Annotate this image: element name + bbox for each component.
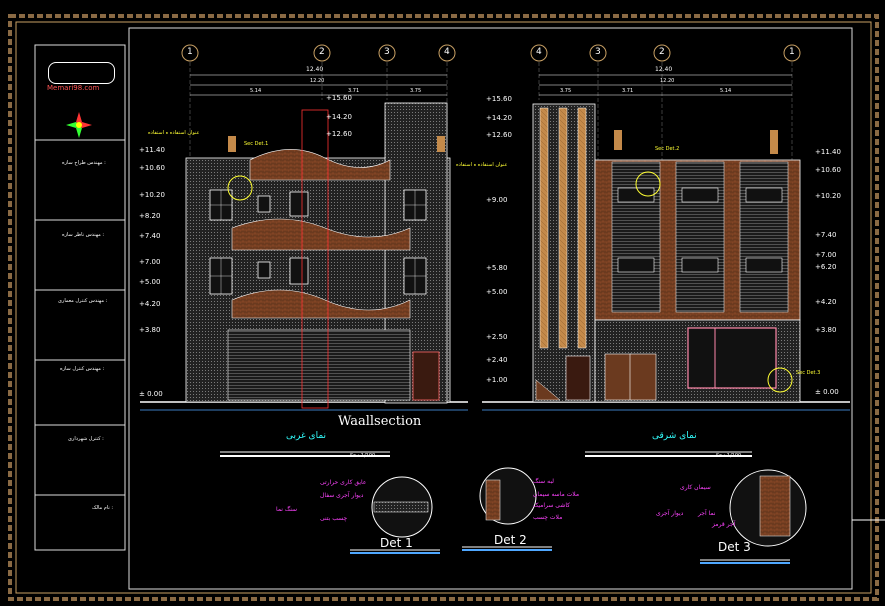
- east-elevation-title: نمای شرقی: [652, 431, 697, 441]
- right-inner-dim: 12.20: [660, 78, 675, 84]
- detail-3-note-4: آجر قرمز: [712, 521, 736, 528]
- detail-1-title: Det 1: [380, 536, 413, 550]
- right-level-r7: +4.20: [815, 298, 837, 306]
- left-level-4: +8.20: [139, 212, 161, 220]
- right-level-r6: +6.20: [815, 263, 837, 271]
- left-level-2: +10.60: [139, 164, 165, 172]
- right-level-r1: +11.40: [815, 148, 841, 156]
- detail-2-note-2: ملات ماسه سیمان: [533, 491, 580, 498]
- detail-2-note-3: کاشی سرامیک: [533, 502, 571, 509]
- right-level-l2: +14.20: [486, 114, 512, 122]
- compass-icon: [66, 112, 92, 138]
- sidebar-field-4: مهندس کنترل سازه :: [60, 366, 105, 372]
- right-level-l9: +1.00: [486, 376, 508, 384]
- grid-bubble-left-1: 1: [187, 47, 193, 57]
- right-level-l8: +2.40: [486, 356, 508, 364]
- detail-3-note-2: دیوار آجری: [656, 510, 684, 517]
- left-center-level-2: +14.20: [326, 113, 352, 121]
- grid-bubble-right-1: 1: [789, 47, 795, 57]
- wallsection-label: Waallsection: [338, 414, 422, 429]
- left-level-6: +7.00: [139, 258, 161, 266]
- left-level-3: +10.20: [139, 191, 165, 199]
- right-level-r4: +7.40: [815, 231, 837, 239]
- right-overall-dim: 12.40: [655, 66, 673, 73]
- right-sec-det: Sec Det.2: [655, 146, 680, 152]
- sidebar-field-5: کنترل شهرداری :: [68, 436, 104, 442]
- right-span-3: 5.14: [720, 88, 732, 94]
- detail-2-title: Det 2: [494, 533, 527, 547]
- left-span-1: 5.14: [250, 88, 262, 94]
- sidebar-field-3: مهندس کنترل معماری :: [58, 298, 108, 304]
- logo: [48, 62, 115, 84]
- right-level-l1: +15.60: [486, 95, 512, 103]
- detail-1-note-1: عایق کاری حرارتی: [320, 479, 367, 486]
- left-span-3: 3.75: [410, 88, 422, 94]
- left-level-10: ± 0.00: [139, 390, 163, 398]
- detail-1-note-4: چسب بتنی: [320, 515, 348, 522]
- west-scale: Sc : 1/100: [350, 453, 376, 459]
- left-level-9: +3.80: [139, 326, 161, 334]
- left-note-2: عنوان استفاده ه استفاده: [456, 162, 508, 168]
- right-level-r9: ± 0.00: [815, 388, 839, 396]
- detail-3-title: Det 3: [718, 540, 751, 554]
- left-level-1: +11.40: [139, 146, 165, 154]
- grid-bubble-left-2: 2: [319, 47, 325, 57]
- left-level-8: +4.20: [139, 300, 161, 308]
- east-scale: Sc : 1/100: [716, 453, 742, 459]
- left-span-2: 3.71: [348, 88, 360, 94]
- sidebar-field-2: مهندس ناظر سازه :: [62, 232, 105, 238]
- left-center-level-3: +12.60: [326, 130, 352, 138]
- right-sec-det-3: Sec Det.3: [796, 370, 821, 376]
- left-note-1: عنوان استفاده ه استفاده: [148, 130, 200, 136]
- left-level-5: +7.40: [139, 232, 161, 240]
- right-span-2: 3.71: [622, 88, 634, 94]
- detail-2-note-1: لبه سنگ: [533, 478, 554, 485]
- right-level-r3: +10.20: [815, 192, 841, 200]
- right-level-l6: +5.00: [486, 288, 508, 296]
- grid-bubble-left-4: 4: [444, 47, 450, 57]
- detail-1-note-2: دیوار آجری سفال: [320, 492, 364, 499]
- right-level-l4: +9.00: [486, 196, 508, 204]
- right-span-1: 3.75: [560, 88, 572, 94]
- detail-3-note-1: سیمان کاری: [680, 484, 711, 491]
- grid-bubble-right-3: 3: [595, 47, 601, 57]
- right-level-r5: +7.00: [815, 251, 837, 259]
- left-center-level-1: +15.60: [326, 94, 352, 102]
- grid-bubble-right-2: 2: [659, 47, 665, 57]
- sidebar-field-6: نام مالک :: [92, 505, 114, 511]
- left-inner-dim: 12.20: [310, 78, 325, 84]
- logo-text: Memari98.com: [47, 84, 100, 92]
- right-level-l3: +12.60: [486, 131, 512, 139]
- left-sec-det: Sec Det.1: [244, 141, 269, 147]
- right-level-l7: +2.50: [486, 333, 508, 341]
- west-elevation-title: نمای غربی: [286, 431, 327, 441]
- grid-bubble-right-4: 4: [536, 47, 542, 57]
- detail-3-note-3: نما آجر: [698, 510, 716, 517]
- right-level-r2: +10.60: [815, 166, 841, 174]
- sidebar-field-1: مهندس طراح سازه :: [62, 160, 106, 166]
- right-level-l5: +5.80: [486, 264, 508, 272]
- detail-1-note-3: سنگ نما: [276, 506, 298, 513]
- left-level-7: +5.00: [139, 278, 161, 286]
- grid-bubble-left-3: 3: [384, 47, 390, 57]
- detail-2-note-4: ملات چسب: [533, 514, 563, 521]
- left-overall-dim: 12.40: [306, 66, 324, 73]
- right-level-r8: +3.80: [815, 326, 837, 334]
